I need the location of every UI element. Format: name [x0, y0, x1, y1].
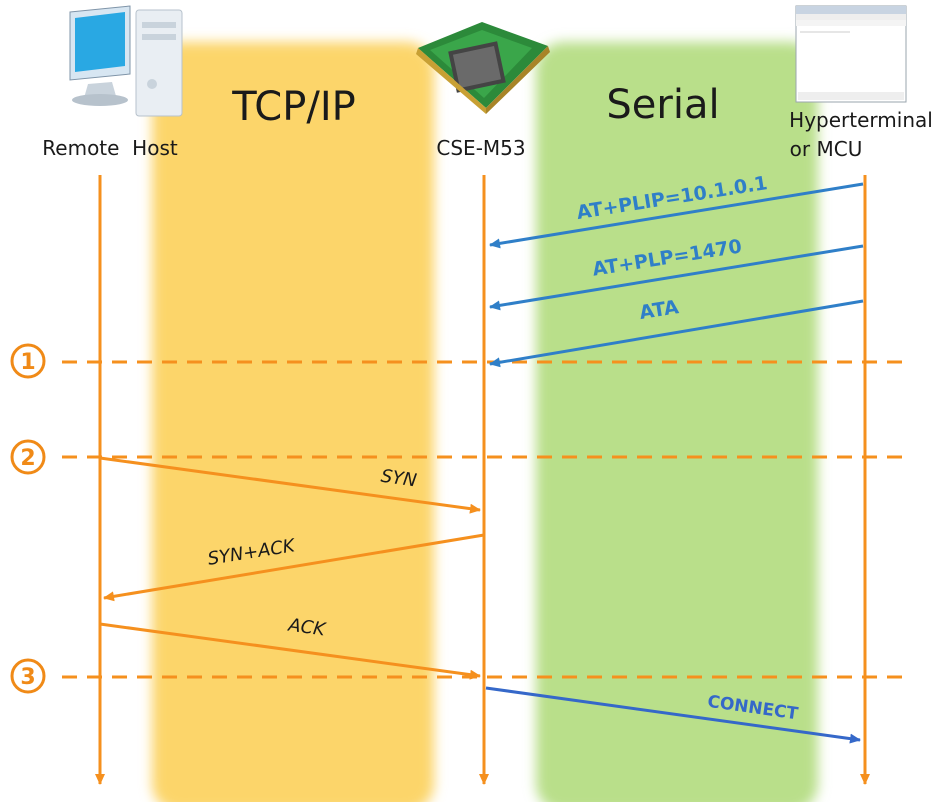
- syn-arrow: [99, 456, 481, 514]
- svg-text:3: 3: [20, 665, 35, 690]
- mcu-label: or MCU: [790, 137, 863, 161]
- step-2-marker: 2: [10, 439, 46, 475]
- cse-m53-label: CSE-M53: [436, 136, 525, 160]
- svg-text:1: 1: [20, 350, 35, 375]
- remote-host-icon: [69, 5, 183, 117]
- connect-arrow: [485, 686, 861, 744]
- remote-host-label: Remote Host: [42, 136, 178, 160]
- plip-arrow: [489, 182, 864, 249]
- cse-m53-chip-icon: [416, 22, 550, 114]
- tcp-ip-zone: [152, 42, 434, 802]
- syn-label: SYN: [380, 466, 418, 492]
- hyperterminal-window-icon: [795, 5, 907, 103]
- step-3-marker: 3: [10, 658, 46, 694]
- ata-arrow: [489, 299, 864, 368]
- serial-zone: [536, 42, 818, 802]
- step-1-marker: 1: [10, 343, 46, 379]
- svg-text:2: 2: [20, 446, 35, 471]
- syn-ack-arrow: [103, 533, 485, 602]
- tcp-ip-label: TCP/IP: [231, 84, 356, 130]
- hyperterminal-label: Hyperterminal: [789, 108, 933, 132]
- plp-arrow: [489, 244, 864, 311]
- ack-arrow: [99, 622, 481, 680]
- serial-label: Serial: [606, 82, 719, 128]
